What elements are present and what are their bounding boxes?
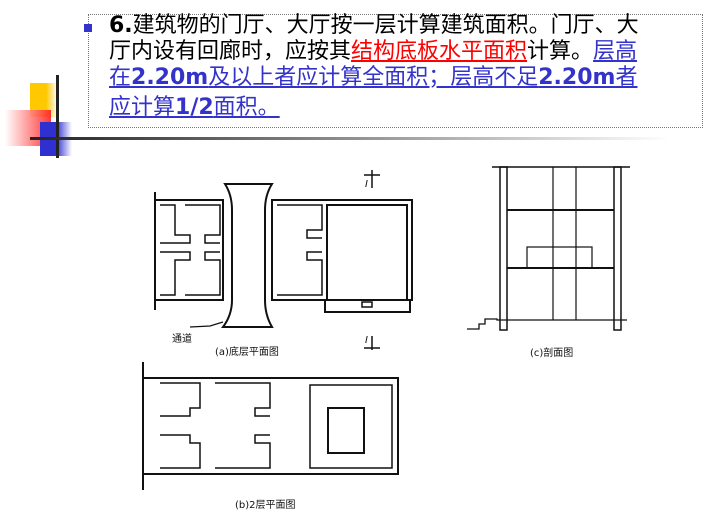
second-floor-plan: [142, 362, 399, 490]
section-drawing: [467, 166, 630, 331]
underlined-text: 者: [615, 65, 638, 90]
rule-paragraph: 6.建筑物的门厅、大厅按一层计算建筑面积。门厅、大厅内设有回廊时，应按其结构底板…: [109, 13, 699, 121]
section-mark-bottom: I: [365, 335, 368, 346]
body-text: 建筑物的门厅、大厅按一层计算建筑面积。门厅、大: [132, 13, 639, 38]
underlined-text: 应计算: [109, 95, 176, 120]
text-line: 6.建筑物的门厅、大厅按一层计算建筑面积。门厅、大: [109, 13, 699, 39]
bullet-icon: [84, 24, 92, 32]
ground-floor-plan: [154, 170, 413, 350]
text-line: 厅内设有回廊时，应按其结构底板水平面积计算。层高: [109, 39, 699, 65]
body-text: 6.: [109, 13, 133, 38]
underlined-text: 在: [109, 65, 132, 90]
underlined-text: 面积。: [213, 95, 280, 120]
underlined-text: 1/2: [175, 95, 214, 120]
ground-floor-caption: (a)底层平面图: [215, 345, 279, 358]
text-line: 在2.20m及以上者应计算全面积；层高不足2.20m者: [109, 65, 699, 91]
underlined-text: 层高: [593, 39, 638, 64]
second-floor-caption: (b)2层平面图: [235, 499, 296, 511]
body-text: 厅内设有回廊时，应按其: [109, 39, 352, 64]
underlined-text: 2.20m: [538, 65, 616, 90]
section-caption: (c)剖面图: [530, 346, 573, 359]
highlight-text: 结构底板水平面积: [351, 39, 528, 64]
text-box[interactable]: [88, 14, 703, 128]
passage-label: 通道: [172, 332, 192, 345]
decor-vertical-line: [56, 75, 59, 158]
underlined-text: 2.20m: [131, 65, 209, 90]
body-text: 计算。: [527, 39, 594, 64]
section-mark-top: I: [365, 179, 368, 190]
text-line: 应计算1/2面积。: [109, 95, 699, 121]
decor-horizontal-line: [30, 137, 670, 140]
underlined-text: 及以上者应计算全面积；层高不足: [208, 65, 539, 90]
